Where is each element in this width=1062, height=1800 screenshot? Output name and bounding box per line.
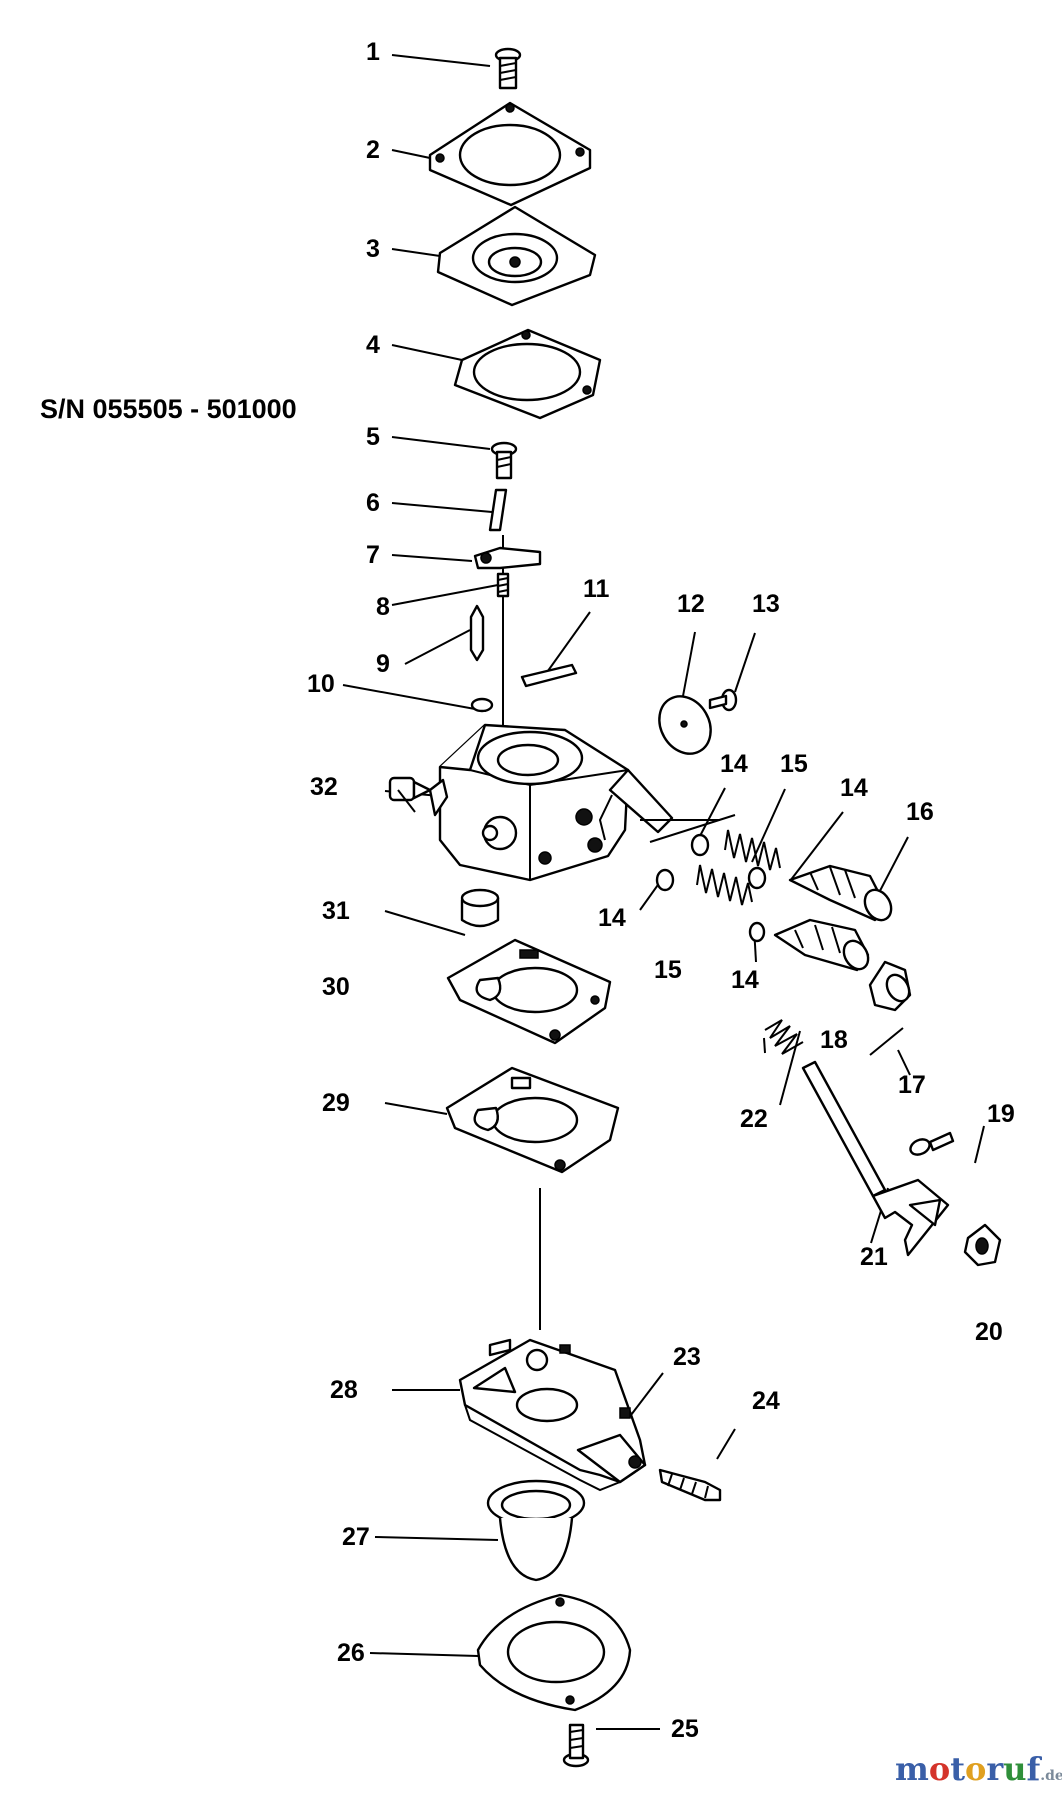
- callout-10: 10: [307, 670, 335, 698]
- callout-22: 22: [740, 1105, 768, 1133]
- part-needle-valve-9: [469, 604, 485, 662]
- callout-19: 19: [987, 1100, 1015, 1128]
- callout-18: 18: [820, 1026, 848, 1054]
- callout-17: 17: [898, 1071, 926, 1099]
- wm-letter: t: [950, 1750, 965, 1788]
- part-diaphragm-3: [436, 205, 597, 307]
- part-gasket-30: [446, 938, 612, 1045]
- wm-letter: r: [986, 1750, 1004, 1788]
- callout-25: 25: [671, 1715, 699, 1743]
- callout-6: 6: [366, 489, 380, 517]
- part-screw-5: [490, 441, 518, 480]
- part-carburetor-body: [428, 723, 736, 882]
- part-screw-19: [909, 1131, 955, 1156]
- callout-31: 31: [322, 897, 350, 925]
- wm-suffix: .de: [1040, 1768, 1062, 1784]
- callout-14d: 14: [731, 966, 759, 994]
- part-plug-31: [460, 888, 500, 928]
- part-flange-gasket-26: [476, 1593, 632, 1712]
- part-fitting-32: [388, 776, 432, 813]
- wm-letter: f: [1026, 1750, 1041, 1788]
- callout-2: 2: [366, 136, 380, 164]
- part-lever-7: [473, 546, 542, 570]
- callout-26: 26: [337, 1639, 365, 1667]
- callout-29: 29: [322, 1089, 350, 1117]
- callout-30: 30: [322, 973, 350, 1001]
- callout-28: 28: [330, 1376, 358, 1404]
- callout-15b: 15: [654, 956, 682, 984]
- callout-21: 21: [860, 1243, 888, 1271]
- part-throttle-lever-21: [801, 1060, 950, 1257]
- callout-11: 11: [583, 575, 610, 603]
- callout-14c: 14: [598, 904, 626, 932]
- callout-12: 12: [677, 590, 705, 618]
- callout-8: 8: [376, 593, 390, 621]
- part-spring-22: [764, 1019, 804, 1055]
- part-gasket-29: [445, 1066, 620, 1174]
- callout-24: 24: [752, 1387, 780, 1415]
- part-pin-6: [488, 488, 508, 532]
- callout-13: 13: [752, 590, 780, 618]
- callout-27: 27: [342, 1523, 370, 1551]
- leader-lines: [342, 54, 985, 1730]
- part-lower-body-28: [458, 1338, 647, 1492]
- part-washer-14: [655, 833, 767, 943]
- callout-9: 9: [376, 650, 390, 678]
- callout-16: 16: [906, 798, 934, 826]
- part-disc-12: [658, 695, 712, 755]
- part-spring-15: [696, 829, 781, 906]
- serial-number-range: S/N 055505 - 501000: [40, 394, 297, 424]
- wm-letter: o: [964, 1750, 987, 1788]
- part-gasket-4: [453, 328, 602, 420]
- callout-4: 4: [366, 331, 380, 359]
- part-screw-10: [470, 697, 494, 713]
- part-primer-bulb-27: [486, 1479, 586, 1582]
- part-screw-24: [658, 1468, 722, 1502]
- watermark-logo: motoruf.de: [895, 1750, 1062, 1788]
- part-needle-18: [773, 918, 870, 972]
- part-spring-8: [496, 572, 510, 598]
- callout-1: 1: [366, 38, 380, 66]
- callout-5: 5: [366, 423, 380, 451]
- part-screw-25: [562, 1723, 590, 1768]
- part-needle-16: [788, 864, 893, 922]
- callout-32: 32: [310, 773, 338, 801]
- callout-20: 20: [975, 1318, 1003, 1346]
- part-pin-11: [520, 663, 578, 688]
- wm-letter: m: [895, 1750, 929, 1788]
- callout-7: 7: [366, 541, 380, 569]
- part-screw-1: [494, 47, 522, 90]
- callout-14a: 14: [720, 750, 748, 778]
- part-nut-20: [963, 1223, 1002, 1267]
- callout-14b: 14: [840, 774, 868, 802]
- callout-3: 3: [366, 235, 380, 263]
- callout-15a: 15: [780, 750, 808, 778]
- part-screw-13: [708, 688, 738, 712]
- wm-letter: u: [1003, 1750, 1027, 1788]
- part-cap-17: [868, 960, 912, 1012]
- wm-letter: o: [928, 1750, 951, 1788]
- part-cover-plate-2: [428, 101, 592, 207]
- callout-23: 23: [673, 1343, 701, 1371]
